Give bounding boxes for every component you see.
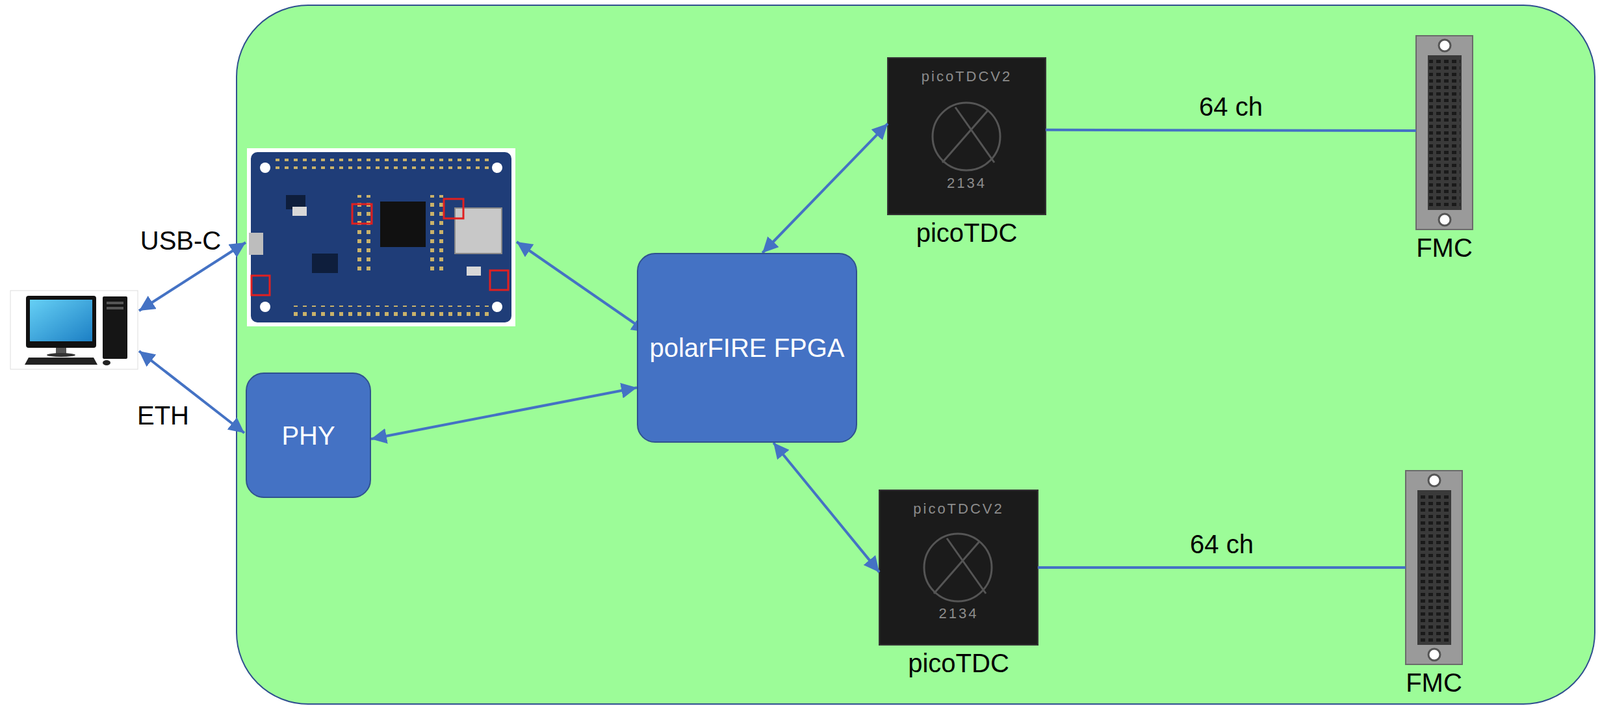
board-region (236, 5, 1595, 704)
chip-marking: picoTDCV2 (913, 500, 1004, 517)
chip-marking: 2134 (946, 175, 987, 192)
connector (762, 123, 888, 253)
interface-label: ETH (137, 400, 190, 430)
node-label: picoTDC (907, 648, 1010, 678)
chip-marking: 2134 (939, 605, 979, 622)
computer-icon (10, 290, 138, 370)
node-label: FMC (1405, 668, 1463, 697)
chip-marking: picoTDCV2 (921, 68, 1012, 85)
connector (773, 442, 880, 572)
node-label: polarFIRE FPGA (649, 332, 845, 364)
interface-label: USB-C (140, 226, 221, 255)
chip-picture (887, 57, 1046, 215)
node-label: FMC (1416, 233, 1473, 262)
chip-picture (879, 490, 1038, 645)
fmc-connector (1405, 470, 1463, 665)
fmc-connector: FMC (1416, 35, 1473, 230)
edge-label: 64 ch (1199, 92, 1263, 121)
connector (1045, 129, 1417, 131)
dev-board (246, 148, 516, 327)
process-box: PHY (245, 372, 372, 498)
board-fpga-arrow (516, 241, 648, 333)
connector (371, 387, 637, 439)
fpga-box: polarFIRE FPGA (636, 252, 858, 443)
connector (1037, 566, 1406, 569)
fmc-connector: FMC (1405, 470, 1463, 665)
node-label: picoTDC (916, 218, 1018, 247)
node-label: PHY (281, 419, 335, 452)
fmc-connector (1416, 35, 1473, 230)
edge-label: 64 ch (1189, 529, 1254, 559)
